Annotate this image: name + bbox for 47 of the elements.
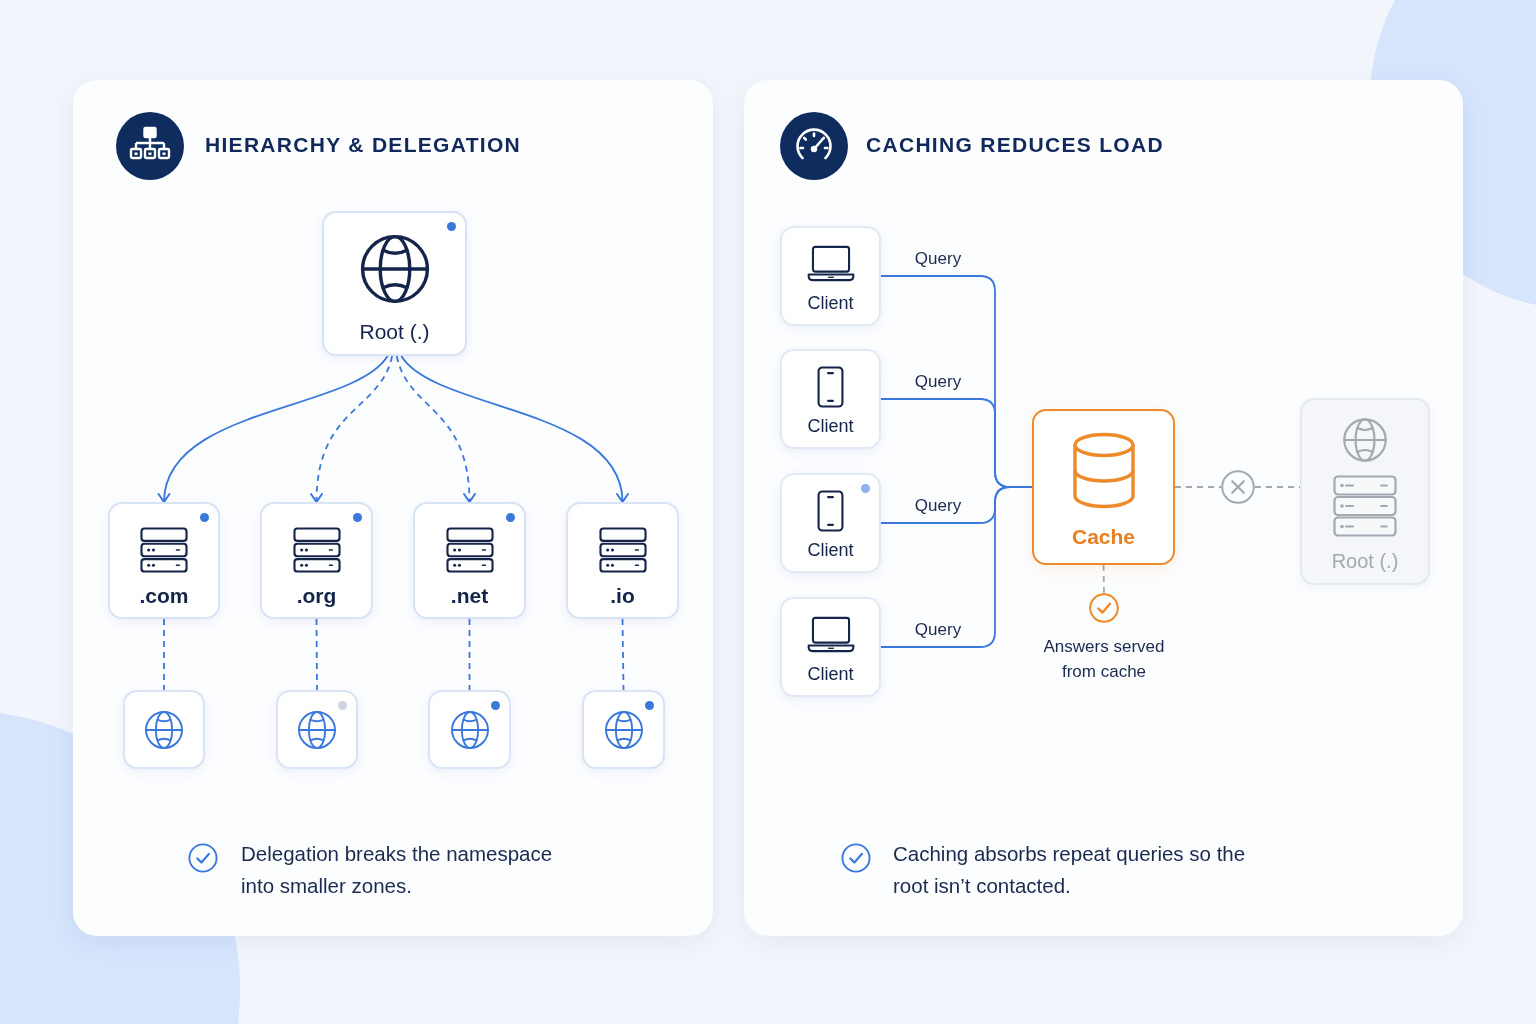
globe-card <box>428 690 511 769</box>
connector-line <box>880 486 1033 648</box>
node-label: Root (.) <box>359 318 430 345</box>
dashed-line <box>1102 564 1105 594</box>
note-text: Delegation breaks the namespace into smaller zones. <box>241 841 554 899</box>
globe-card <box>123 690 205 769</box>
node-label: .org <box>296 582 337 609</box>
server-card <box>260 502 373 619</box>
node-label: .net <box>450 582 489 609</box>
arrow <box>395 355 476 503</box>
server-card <box>1300 398 1430 585</box>
dashed-line <box>621 618 625 691</box>
dashed-line <box>1254 486 1301 488</box>
node-label: Client <box>807 664 854 686</box>
dashed-line <box>468 618 471 691</box>
arrow <box>400 355 628 503</box>
globe-card <box>322 211 467 356</box>
globe-card <box>582 690 665 769</box>
client-card <box>780 226 881 326</box>
arrow <box>158 355 389 503</box>
server-card <box>108 502 220 619</box>
dashed-line <box>1174 486 1222 488</box>
server-card <box>566 502 679 619</box>
panel-title: HIERARCHY & DELEGATION <box>205 133 521 157</box>
node-label: Cache <box>1072 524 1135 550</box>
note-text: Caching absorbs repeat queries so the root isn’t contacted. <box>893 841 1247 899</box>
node-label: .com <box>139 582 189 609</box>
server-card <box>413 502 526 619</box>
dashed-line <box>163 618 165 691</box>
caption-text: Answers served from cache <box>1042 636 1166 683</box>
cross-circle-icon <box>1221 470 1255 504</box>
panel-card <box>744 80 1463 936</box>
check-circle-icon <box>1089 593 1119 623</box>
node-label: Client <box>807 293 854 315</box>
client-card <box>780 349 881 449</box>
panel-title: CACHING REDUCES LOAD <box>866 133 1164 157</box>
arrow <box>310 355 394 503</box>
panel-card <box>73 80 713 936</box>
dashed-line <box>315 618 318 691</box>
node-label: Root (.) <box>1331 548 1399 573</box>
client-card <box>780 597 881 697</box>
cache-card <box>1032 409 1175 565</box>
node-label: .io <box>610 582 635 609</box>
client-card <box>780 473 881 573</box>
node-label: Client <box>807 540 854 562</box>
node-label: Client <box>807 416 854 438</box>
globe-card <box>276 690 358 769</box>
